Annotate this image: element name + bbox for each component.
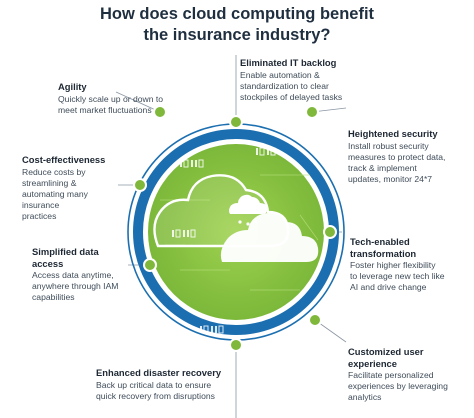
experience-heading-line: experience xyxy=(348,357,397,369)
item-tech-enabled-transformation: Tech-enabled transformation Foster highe… xyxy=(350,236,445,293)
agility-heading-line: Agility xyxy=(58,81,87,92)
experience-heading-line: Customized user xyxy=(348,346,424,357)
item-cost-effectiveness: Cost-effectiveness Reduce costs by strea… xyxy=(22,154,105,222)
security-heading-line: Heightened security xyxy=(348,128,438,139)
item-agility: Agility Quickly scale up or down to meet… xyxy=(58,81,163,116)
security-desc-line: updates, monitor 24*7 xyxy=(348,173,433,184)
title-line-1: How does cloud computing benefit xyxy=(99,5,375,23)
cost-heading: Cost-effectiveness xyxy=(22,154,105,166)
item-heightened-security: Heightened security Install robust secur… xyxy=(348,128,445,185)
experience-heading: Customized user experience xyxy=(348,346,448,369)
item-eliminated-it-backlog: Eliminated IT backlog Enable automation … xyxy=(240,57,342,103)
backlog-heading: Eliminated IT backlog xyxy=(240,57,342,69)
tech-desc-line: to leverage new tech like xyxy=(350,271,445,281)
experience-desc: Facilitate personalized experiences by l… xyxy=(348,370,448,403)
disaster-desc: Back up critical data to ensure quick re… xyxy=(96,380,221,402)
small-cloud xyxy=(229,194,268,214)
data-access-desc-line: Access data anytime, xyxy=(32,270,114,280)
cost-heading-line: Cost-effectiveness xyxy=(22,154,106,165)
security-desc: Install robust security measures to prot… xyxy=(348,141,445,185)
item-simplified-data-access: Simplified data access Access data anyti… xyxy=(32,246,118,303)
agility-heading: Agility xyxy=(58,81,163,93)
cost-desc-line: Reduce costs by xyxy=(22,166,86,177)
cloud-filled xyxy=(220,213,319,262)
backlog-desc: Enable automation & standardization to c… xyxy=(240,70,342,103)
backlog-desc-line: standardization to clear xyxy=(240,80,329,91)
data-access-heading-line: Simplified data xyxy=(32,246,99,257)
security-desc-line: Install robust security xyxy=(348,140,429,151)
backlog-desc-line: stockpiles of delayed tasks xyxy=(240,91,343,102)
tech-heading-line: transformation xyxy=(350,247,417,259)
tech-desc: Foster higher flexibility to leverage ne… xyxy=(350,260,445,293)
experience-desc-line: Facilitate personalized xyxy=(348,370,434,380)
backlog-heading-line: Eliminated IT backlog xyxy=(240,57,337,68)
cost-desc-line: insurance xyxy=(22,199,60,210)
ring-nodes xyxy=(133,105,337,352)
item-disaster-recovery: Enhanced disaster recovery Back up criti… xyxy=(96,367,221,402)
security-heading: Heightened security xyxy=(348,128,445,140)
cost-desc-line: automating many xyxy=(22,188,88,199)
security-desc-line: measures to protect data, xyxy=(348,151,446,162)
disaster-desc-line: Back up critical data to ensure xyxy=(96,379,212,390)
disaster-heading-line: Enhanced disaster recovery xyxy=(96,367,222,378)
item-customized-user-experience: Customized user experience Facilitate pe… xyxy=(348,346,448,403)
disaster-desc-line: quick recovery from disruptions xyxy=(96,390,215,401)
cost-desc: Reduce costs by streamlining & automatin… xyxy=(22,167,105,222)
tech-heading-line: Tech-enabled xyxy=(350,236,410,247)
agility-desc-line: Quickly scale up or down to xyxy=(58,93,164,104)
cost-desc-line: streamlining & xyxy=(22,177,77,188)
title-line-2: the insurance industry? xyxy=(143,26,331,44)
disaster-heading: Enhanced disaster recovery xyxy=(96,367,221,379)
data-access-desc-line: anywhere through IAM xyxy=(32,281,119,291)
tech-heading: Tech-enabled transformation xyxy=(350,236,445,259)
experience-desc-line: experiences by leveraging xyxy=(348,381,448,391)
data-access-desc-line: capabilities xyxy=(32,292,75,302)
cost-desc-line: practices xyxy=(22,210,57,221)
agility-desc-line: meet market fluctuations xyxy=(58,104,152,115)
security-desc-line: track & implement xyxy=(348,162,417,173)
data-access-desc: Access data anytime, anywhere through IA… xyxy=(32,270,118,303)
page-title: How does cloud computing benefit the ins… xyxy=(0,4,474,46)
experience-desc-line: analytics xyxy=(348,392,382,402)
binary-decoration xyxy=(172,147,276,334)
data-access-heading: Simplified data access xyxy=(32,246,118,269)
agility-desc: Quickly scale up or down to meet market … xyxy=(58,94,163,116)
tech-desc-line: Foster higher flexibility xyxy=(350,260,436,270)
data-access-heading-line: access xyxy=(32,257,64,269)
cloud-dots xyxy=(238,220,258,226)
tech-desc-line: AI and drive change xyxy=(350,282,427,292)
backlog-desc-line: Enable automation & xyxy=(240,69,320,80)
